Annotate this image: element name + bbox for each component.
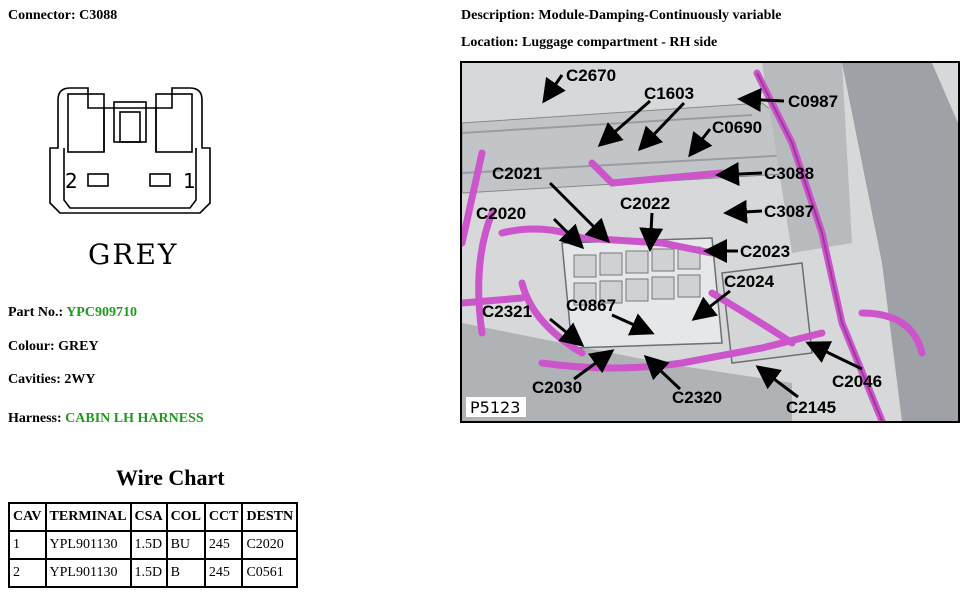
column-header: COL (165, 502, 206, 532)
callout-c2020: C2020 (476, 204, 526, 223)
part-number-label: Part No.: (8, 305, 64, 320)
callout-c2321: C2321 (482, 302, 532, 321)
connector-face-diagram: 2 1 GREY (49, 87, 211, 271)
part-number-link[interactable]: YPC909710 (66, 305, 137, 320)
table-header-row: CAV TERMINAL CSA COL CCT DESTN (8, 502, 299, 532)
table-row: 1 YPL901130 1.5D BU 245 C2020 (8, 530, 299, 560)
callout-c2030: C2030 (532, 378, 582, 397)
photo-reference: P5123 (470, 398, 520, 417)
pin-label-1: 1 (183, 169, 196, 193)
location-illustration: C2670 C1603 C0987 C0690 C2021 C3088 C202… (462, 63, 958, 421)
table-cell: C0561 (241, 558, 299, 588)
callout-c2145: C2145 (786, 398, 836, 417)
callout-c2022: C2022 (620, 194, 670, 213)
table-cell: 245 (203, 530, 244, 560)
connector-colour-label: GREY (88, 238, 178, 271)
table-cell: BU (165, 530, 206, 560)
callout-c3087: C3087 (764, 202, 814, 221)
callout-c2670: C2670 (566, 66, 616, 85)
callout-c2024: C2024 (724, 272, 775, 291)
table-cell: 1.5D (129, 558, 168, 588)
callout-c3088: C3088 (764, 164, 814, 183)
table-row: 2 YPL901130 1.5D B 245 C0561 (8, 558, 299, 588)
table-cell: YPL901130 (44, 558, 132, 588)
column-header: TERMINAL (44, 502, 132, 532)
column-header: CAV (8, 502, 47, 532)
wire-chart-table: CAV TERMINAL CSA COL CCT DESTN 1 YPL9011… (8, 502, 299, 588)
harness-link[interactable]: CABIN LH HARNESS (65, 411, 204, 426)
table-cell: B (165, 558, 206, 588)
callout-c2021: C2021 (492, 164, 542, 183)
table-cell: 2 (8, 558, 47, 588)
cavities-row: Cavities: 2WY (8, 372, 96, 387)
harness-row: Harness: CABIN LH HARNESS (8, 411, 204, 427)
description: Description: Module-Damping-Continuously… (461, 8, 782, 23)
location-photo: C2670 C1603 C0987 C0690 C2021 C3088 C202… (460, 61, 960, 423)
column-header: CSA (129, 502, 168, 532)
callout-c2046: C2046 (832, 372, 882, 391)
connector-id: Connector: C3088 (8, 8, 118, 23)
callout-c1603: C1603 (644, 84, 694, 103)
table-cell: YPL901130 (44, 530, 132, 560)
wire-chart-title: Wire Chart (116, 465, 225, 490)
callout-c0867: C0867 (566, 296, 616, 315)
callout-c2320: C2320 (672, 388, 722, 407)
table-cell: 245 (203, 558, 244, 588)
table-cell: 1.5D (129, 530, 168, 560)
column-header: CCT (203, 502, 244, 532)
table-cell: C2020 (241, 530, 299, 560)
location: Location: Luggage compartment - RH side (461, 35, 718, 50)
callout-c2023: C2023 (740, 242, 790, 261)
callout-c0690: C0690 (712, 118, 762, 137)
callout-c0987: C0987 (788, 92, 838, 111)
colour-row: Colour: GREY (8, 339, 99, 354)
column-header: DESTN (241, 502, 299, 532)
table-cell: 1 (8, 530, 47, 560)
part-number-row: Part No.: YPC909710 (8, 305, 137, 321)
pin-label-2: 2 (65, 169, 78, 193)
harness-label: Harness: (8, 411, 62, 426)
